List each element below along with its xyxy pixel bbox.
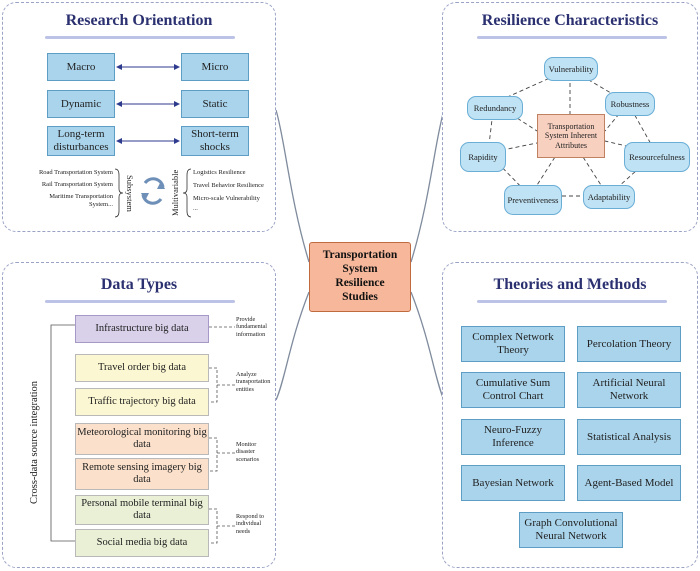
note-fundamental: Provide fundamental information bbox=[236, 316, 267, 338]
gcn-box: Graph Convolutional Neural Network bbox=[519, 512, 623, 548]
preventiveness-node: Preventiveness bbox=[504, 185, 562, 215]
data-types-title: Data Types bbox=[100, 276, 178, 293]
multivariable-more: ... bbox=[193, 205, 198, 213]
micro-box: Micro bbox=[181, 53, 249, 81]
title-underline bbox=[477, 36, 667, 39]
inherent-attributes-node: Transportation System Inherent Attribute… bbox=[537, 114, 605, 158]
subsystem-rail: Rail Transportation System bbox=[41, 181, 113, 189]
travel-order-box: Travel order big data bbox=[75, 354, 209, 382]
meteorological-box: Meteorological monitoring big data bbox=[75, 423, 209, 455]
rapidity-node: Rapidity bbox=[460, 142, 506, 172]
remote-sensing-box: Remote sensing imagery big data bbox=[75, 458, 209, 490]
cusum-box: Cumulative Sum Control Chart bbox=[461, 372, 565, 408]
resilience-characteristics-panel: Resilience Characteristics Transportatio… bbox=[442, 2, 698, 232]
neuro-fuzzy-box: Neuro-Fuzzy Inference bbox=[461, 419, 565, 455]
multivariable-logistics: Logistics Resilience bbox=[193, 169, 246, 176]
agent-based-box: Agent-Based Model bbox=[577, 465, 681, 501]
adaptability-node: Adaptability bbox=[583, 185, 635, 209]
mobile-terminal-box: Personal mobile terminal big data bbox=[75, 495, 209, 525]
center-line-2: System bbox=[342, 263, 378, 276]
static-box: Static bbox=[181, 90, 249, 118]
center-topic-node: Transportation System Resilience Studies bbox=[309, 242, 411, 312]
research-arrows bbox=[114, 64, 192, 218]
ann-box: Artificial Neural Network bbox=[577, 372, 681, 408]
dynamic-box: Dynamic bbox=[47, 90, 115, 118]
long-term-box: Long-term disturbances bbox=[47, 126, 115, 156]
statistical-analysis-box: Statistical Analysis bbox=[577, 419, 681, 455]
title-underline bbox=[45, 36, 235, 39]
center-line-4: Studies bbox=[342, 290, 378, 303]
subsystem-label: Subsystem bbox=[125, 174, 135, 212]
title-underline bbox=[45, 300, 235, 303]
subsystem-more: System... bbox=[88, 201, 113, 209]
theories-title: Theories and Methods bbox=[493, 276, 647, 293]
note-monitor: Monitor disaster scenarios bbox=[236, 441, 260, 463]
subsystem-road: Road Transportation System bbox=[38, 169, 113, 176]
percolation-box: Percolation Theory bbox=[577, 326, 681, 362]
traffic-trajectory-box: Traffic trajectory big data bbox=[75, 388, 209, 416]
multivariable-travel: Travel Behavior Resilience bbox=[193, 182, 264, 190]
note-respond: Respond to individual needs bbox=[236, 513, 265, 535]
short-term-box: Short-term shocks bbox=[181, 126, 249, 156]
bayesian-network-box: Bayesian Network bbox=[461, 465, 565, 501]
vulnerability-node: Vulnerability bbox=[544, 57, 598, 81]
social-media-box: Social media big data bbox=[75, 529, 209, 557]
infrastructure-box: Infrastructure big data bbox=[75, 315, 209, 343]
multivariable-label: Multivariable bbox=[170, 169, 180, 217]
subsystem-maritime: Maritime Transportation bbox=[49, 193, 113, 201]
data-types-panel: Data Types Cross-data source integration… bbox=[2, 262, 276, 568]
multivariable-micro: Micro-scale Vulnerability bbox=[193, 195, 260, 203]
theories-methods-panel: Theories and Methods Complex Network The… bbox=[442, 262, 698, 568]
center-line-3: Resilience bbox=[335, 277, 385, 289]
complex-network-box: Complex Network Theory bbox=[461, 326, 565, 362]
research-orientation-panel: Research Orientation Macro Micro Dynamic… bbox=[2, 2, 276, 232]
note-analyze: Analyze transportation entities bbox=[236, 371, 271, 393]
macro-box: Macro bbox=[47, 53, 115, 81]
title-underline bbox=[477, 300, 667, 303]
data-types-connectors bbox=[50, 324, 235, 544]
research-orientation-title: Research Orientation bbox=[65, 12, 213, 29]
center-line-1: Transportation bbox=[322, 249, 398, 262]
resourcefulness-node: Resourcefulness bbox=[624, 142, 690, 172]
robustness-node: Robustness bbox=[605, 92, 655, 116]
resilience-title: Resilience Characteristics bbox=[481, 12, 659, 29]
redundancy-node: Redundancy bbox=[467, 96, 523, 120]
